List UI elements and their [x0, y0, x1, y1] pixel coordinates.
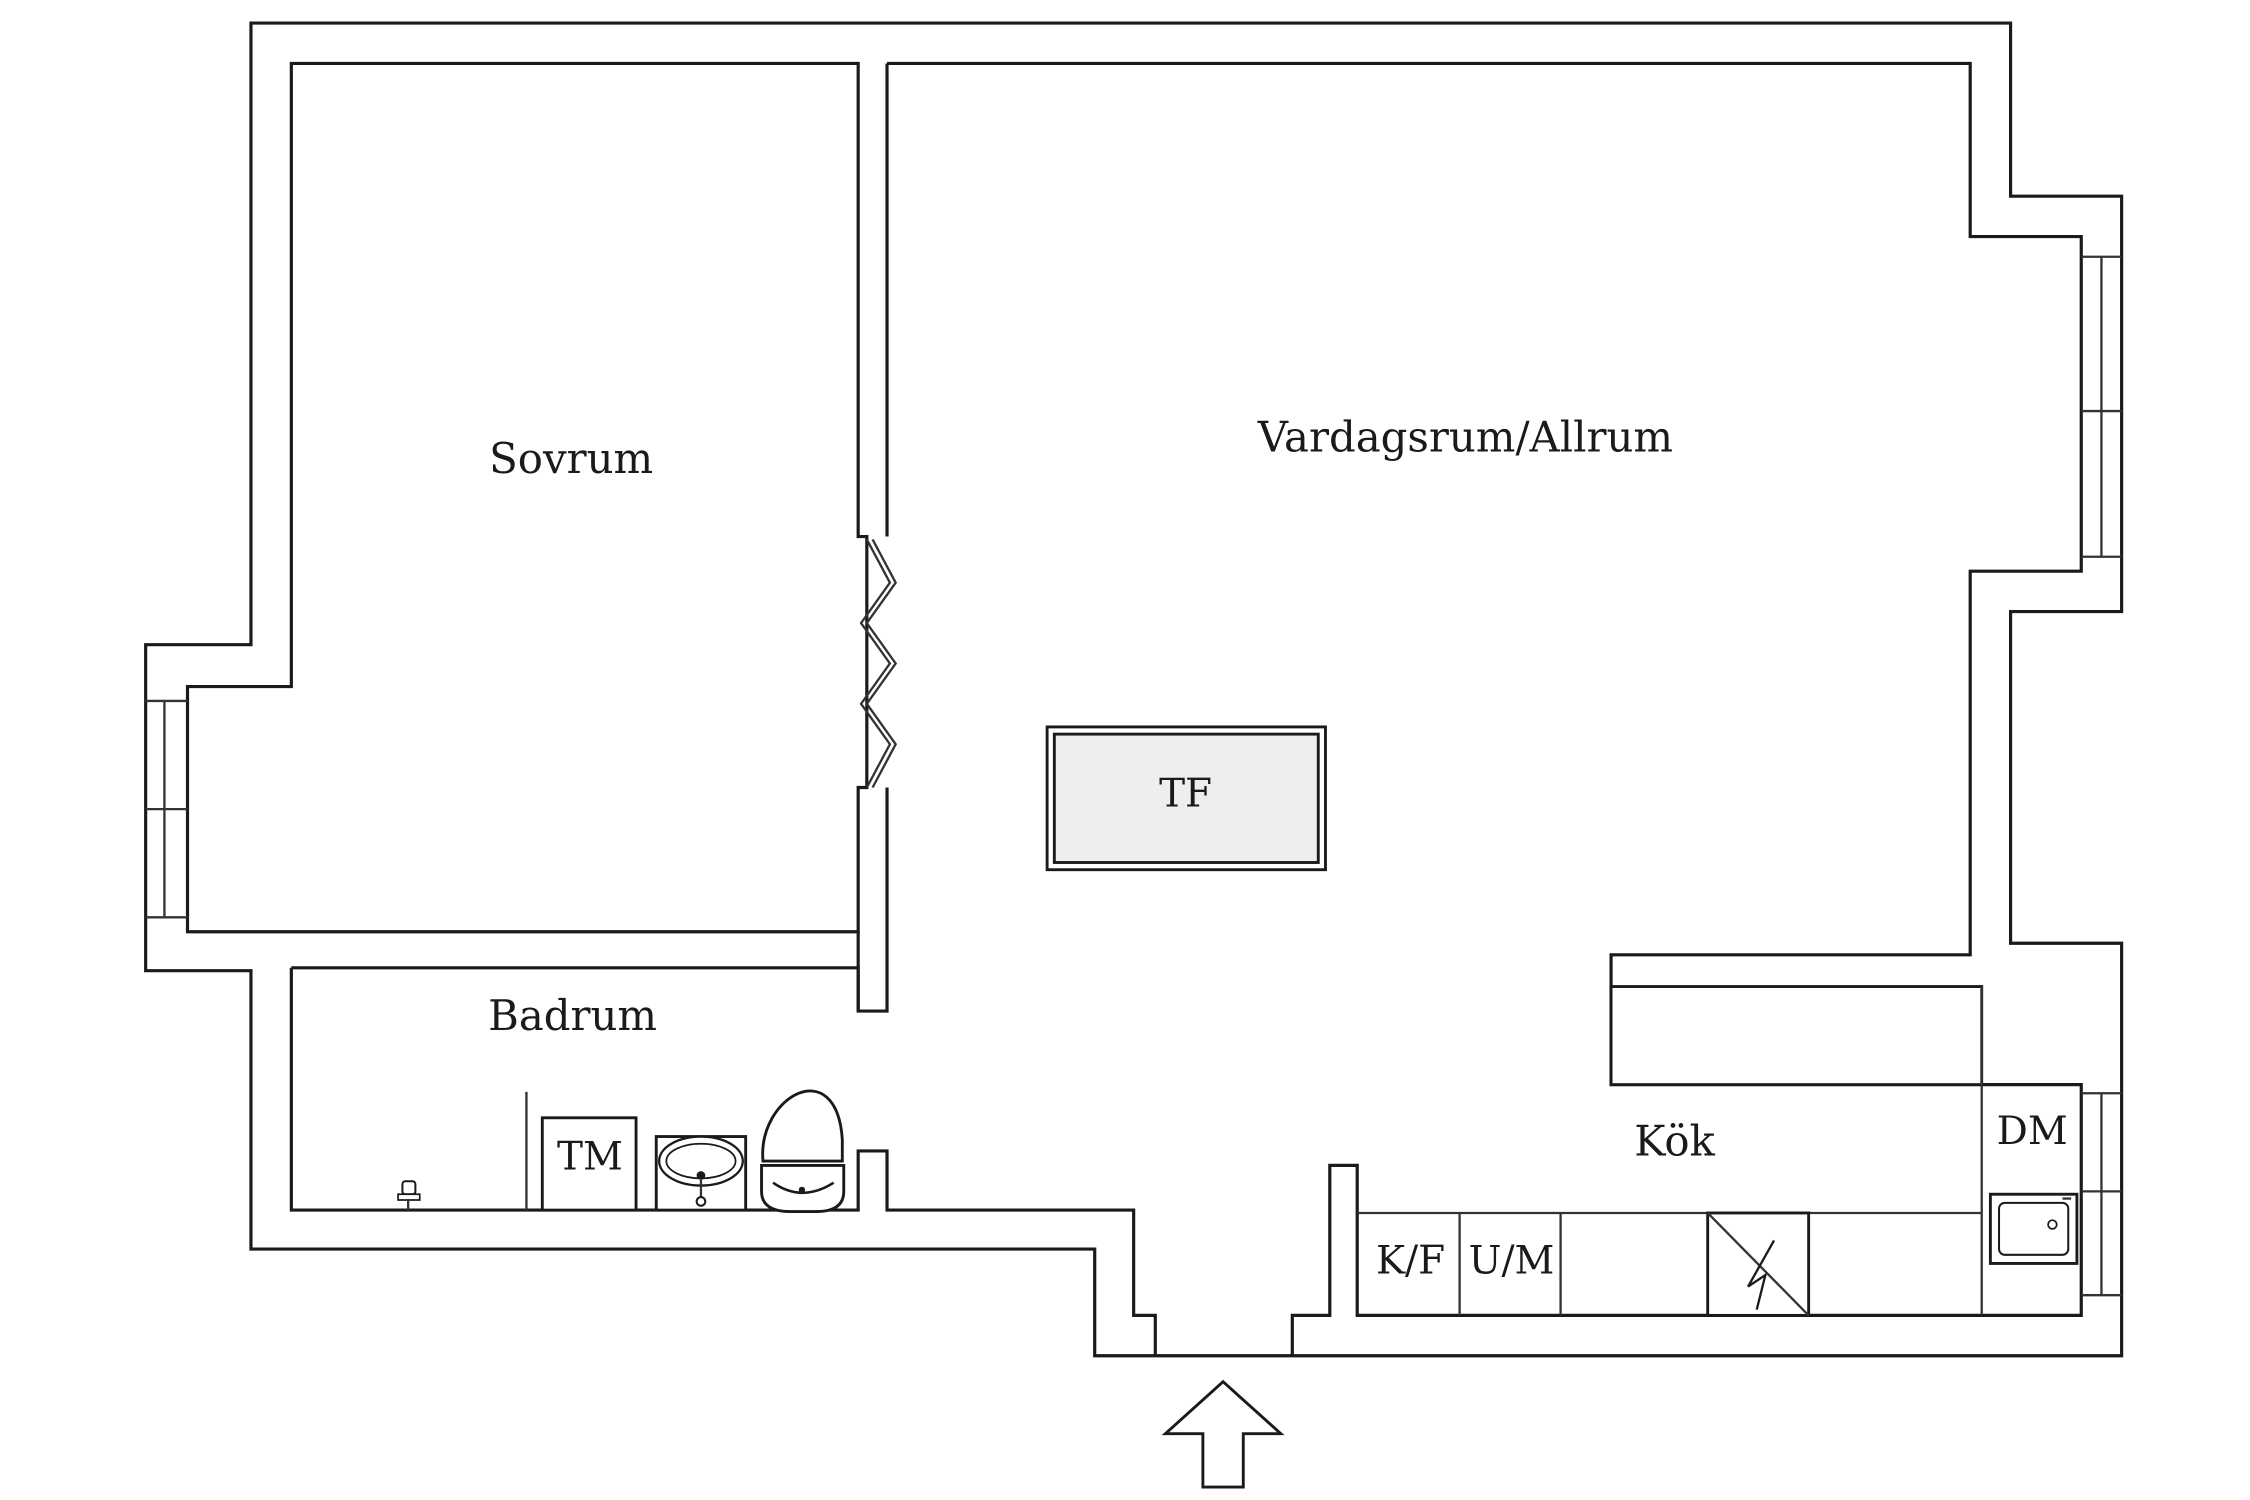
room-label-kitchen: Kök — [1634, 1116, 1715, 1165]
fixture-label-tm: TM — [557, 1135, 623, 1180]
bedroom-window — [145, 699, 188, 919]
living-inner-wall — [887, 61, 2083, 1356]
folding-door — [859, 538, 892, 789]
entrance-arrow-icon — [1161, 1379, 1285, 1489]
fixture-label-dm: DM — [1997, 1109, 2068, 1154]
fixture-label-tf: TF — [1159, 771, 1212, 816]
kitchen-island — [1609, 985, 1984, 1087]
floor-drain-icon — [397, 1180, 421, 1211]
living-window — [2081, 255, 2122, 558]
washing-machine — [540, 1116, 638, 1212]
room-label-bathroom: Badrum — [488, 991, 657, 1040]
kitchen-window — [2081, 1092, 2122, 1297]
stove-icon — [1706, 1211, 1811, 1317]
kitchen-counter — [1357, 1211, 1982, 1316]
room-label-living: Vardagsrum/Allrum — [1257, 412, 1673, 461]
folding-door-inner — [865, 538, 898, 789]
drying-cabinet — [1045, 725, 1327, 872]
room-label-bedroom: Sovrum — [489, 434, 653, 483]
toilet-icon — [760, 1089, 846, 1213]
bedroom-inner-wall — [185, 61, 869, 934]
fixture-label-um: U/M — [1469, 1239, 1555, 1284]
kitchen-sink-icon — [1988, 1192, 2079, 1265]
bathroom-sink-icon — [654, 1135, 748, 1212]
outer-wall — [144, 21, 2124, 1358]
fixture-label-kf: K/F — [1376, 1239, 1445, 1284]
